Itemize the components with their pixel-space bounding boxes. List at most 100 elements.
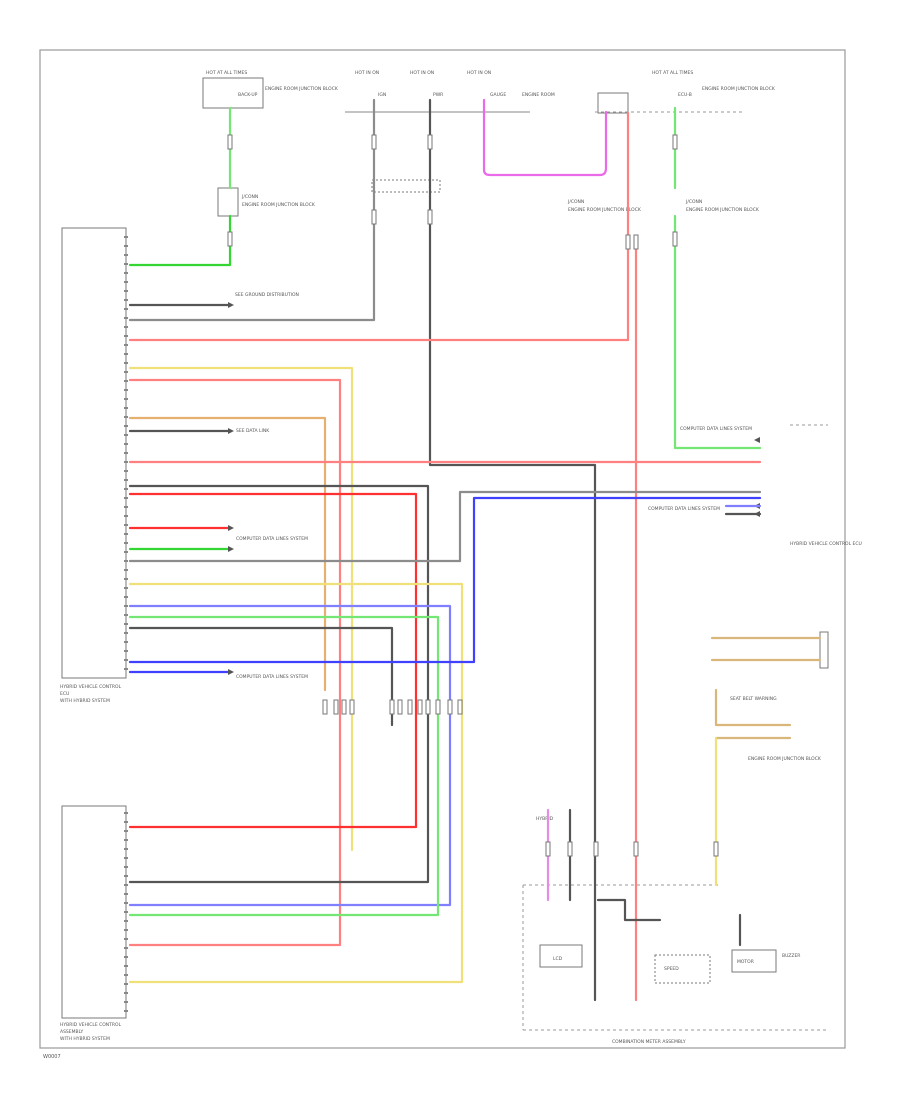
ecu-lower-pin [124, 947, 128, 949]
ecu-main-pin [124, 425, 128, 427]
ecu-lower-pin [124, 929, 128, 931]
meter-connector-0 [545, 841, 551, 857]
ecu-main-pin [124, 452, 128, 454]
right-connector-label: HYBRID VEHICLE CONTROL ECU [790, 541, 862, 547]
ecu-main-pin [124, 389, 128, 391]
fuse-1-sub: BACK-UP [238, 92, 258, 98]
side-note-3: COMPUTER DATA LINES SYSTEM [236, 536, 308, 542]
wire-red-bright [128, 492, 418, 829]
ecu-main-pin [124, 236, 128, 238]
junction-1-label: J/CONN [241, 194, 258, 200]
diagram-frame [39, 49, 846, 1049]
ecu-lower-pin [124, 848, 128, 850]
ecu-main-pin [124, 650, 128, 652]
wire-black-short [128, 626, 394, 727]
ecu-main-caption-1: HYBRID VEHICLE CONTROL [60, 684, 122, 690]
meter-gauge-box [654, 954, 711, 984]
top-connector-a-1 [427, 134, 433, 150]
ecu-lower-pin [124, 920, 128, 922]
ecu-lower-caption-1: HYBRID VEHICLE CONTROL [60, 1022, 122, 1028]
wire-gauge-pink [482, 98, 608, 177]
ecu-main-pin [124, 578, 128, 580]
junction-2 [371, 179, 441, 193]
wire-green-stub-arrow [228, 546, 234, 552]
ecu-main-pin [124, 623, 128, 625]
meter-caption: COMBINATION METER ASSEMBLY [612, 1039, 686, 1045]
ecu-main-pin [124, 569, 128, 571]
fuse-5-sub: ECU-B [678, 92, 692, 98]
ecu-lower-pin [124, 1001, 128, 1003]
fuse-5-label: HOT AT ALL TIMES [652, 70, 693, 76]
ecu-main-pin [124, 632, 128, 634]
junction-1 [217, 187, 239, 217]
fuse-4-note: ENGINE ROOM [522, 92, 555, 98]
wire-group [124, 98, 822, 1012]
top-connector-d-1 [672, 231, 678, 247]
ecm-arrow-1 [754, 437, 760, 443]
meter-lcd-box [539, 944, 583, 968]
meter-connector-4 [713, 841, 719, 857]
ecu-main-pin [124, 614, 128, 616]
ecu-lower-pin [124, 875, 128, 877]
ecu-main-pin [124, 587, 128, 589]
right-connector: HYBRID VEHICLE CONTROL ECU SEAT BELT WAR… [730, 424, 862, 762]
right-junction-label: ENGINE ROOM JUNCTION BLOCK [748, 756, 822, 762]
ecu-main-pin [124, 470, 128, 472]
fuse-1-label: HOT AT ALL TIMES [206, 70, 247, 76]
ecu-main-box [61, 227, 127, 679]
ecu-main-caption-3: WITH HYBRID SYSTEM [60, 698, 110, 704]
top-connector-b-0 [371, 209, 377, 225]
fuse-2-sub: IGN [378, 92, 386, 98]
wire-gray-ecm [128, 490, 762, 563]
ecu-main-pin [124, 497, 128, 499]
ecu-main-pin [124, 461, 128, 463]
ecu-main-pin [124, 551, 128, 553]
inline-connector-11 [457, 699, 463, 715]
meter-connector-3 [633, 841, 639, 857]
wire-red-stub-arrow [228, 525, 234, 531]
fuse-2-label: HOT IN ON [355, 70, 379, 76]
wire-data-stub-arrow [228, 428, 234, 434]
wire-yellow-1 [128, 366, 354, 852]
wire-blue-ecm [128, 496, 762, 664]
side-note-4: COMPUTER DATA LINES SYSTEM [236, 674, 308, 680]
ecu-lower-pin [124, 893, 128, 895]
ecu-lower-pin [124, 956, 128, 958]
junction-2-label: J/CONN [567, 199, 584, 205]
wire-tan-3 [714, 688, 792, 727]
ecu-lower-pin [124, 830, 128, 832]
ecu-main-pin [124, 560, 128, 562]
ecu-lower-pin [124, 992, 128, 994]
ecu-lower-pin [124, 983, 128, 985]
ecu-main-pin [124, 542, 128, 544]
ecu-main-pin [124, 659, 128, 661]
inline-connector-9 [435, 699, 441, 715]
ecu-main-pin [124, 371, 128, 373]
ecu-lower-pin [124, 866, 128, 868]
ecu-lower-pin [124, 821, 128, 823]
side-note-2: SEE DATA LINK [236, 428, 270, 434]
top-connector-c-1 [672, 134, 678, 150]
inline-connector-6 [407, 699, 413, 715]
ecu-main-pin [124, 272, 128, 274]
fuse-3-sub: PWR [433, 92, 443, 98]
meter-gauge-label: SPEED [664, 966, 679, 972]
ecu-main-pin [124, 254, 128, 256]
inline-connector-5 [397, 699, 403, 715]
ecu-main-pin [124, 308, 128, 310]
ecu-main-pin [124, 524, 128, 526]
fuse-box-1 [202, 77, 264, 109]
meter-connector-1 [567, 841, 573, 857]
ecu-lower-pin [124, 938, 128, 940]
junction-group: J/CONN ENGINE ROOM JUNCTION BLOCK J/CONN… [217, 179, 760, 217]
ecu-main-pin [124, 353, 128, 355]
ecu-main-pin [124, 479, 128, 481]
wire-backup-to-ecu [128, 214, 232, 267]
ecu-lower-caption-2: ASSEMBLY [60, 1029, 84, 1035]
inline-connector-10 [447, 699, 453, 715]
ecu-main-pin [124, 362, 128, 364]
ecu-main-pin [124, 596, 128, 598]
top-fuse-group: HOT AT ALL TIMES BACK-UP ENGINE ROOM JUN… [202, 70, 776, 114]
page-code: W0007 [43, 1054, 61, 1060]
ecu-main-pin [124, 299, 128, 301]
